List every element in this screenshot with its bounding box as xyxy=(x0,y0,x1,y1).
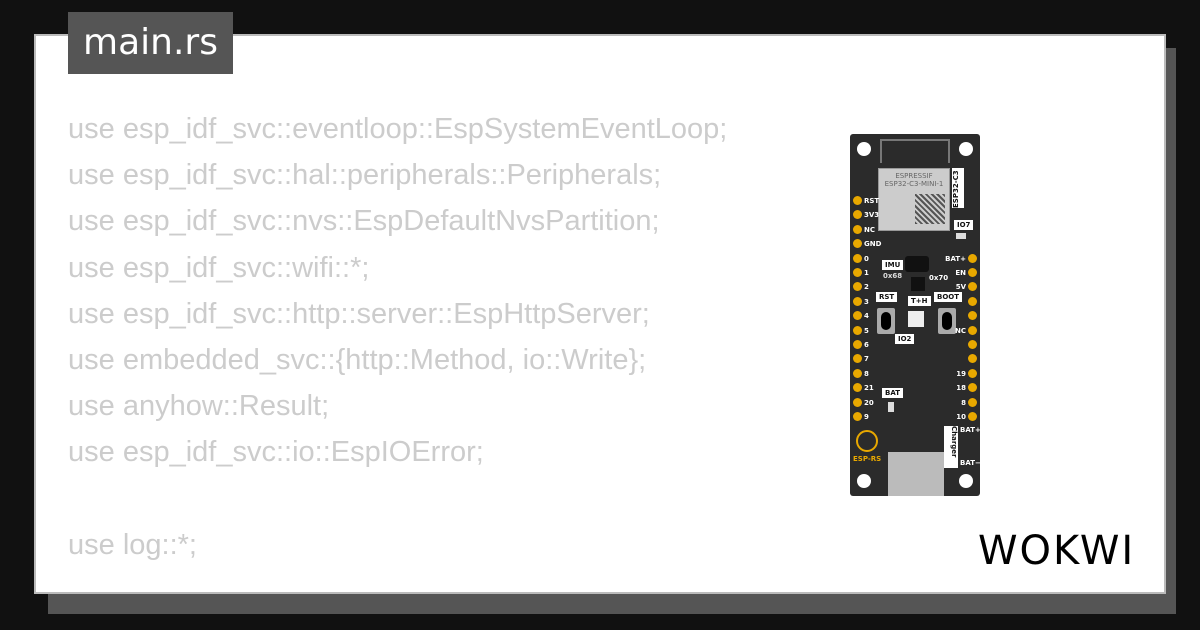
pin-label: EN xyxy=(955,269,966,277)
pin-label: 18 xyxy=(956,384,966,393)
pin[interactable] xyxy=(853,311,862,321)
pin-label: 8 xyxy=(864,369,869,378)
pin-label: 20 xyxy=(864,398,874,407)
wokwi-logo: WOKWI xyxy=(978,528,1136,574)
pin-label: 6 xyxy=(864,341,869,349)
pin-label: 3V3 xyxy=(864,211,880,220)
code-line: use esp_idf_svc::io::EspIOError; xyxy=(68,436,484,469)
pin-label: RST xyxy=(864,197,880,205)
th-sensor xyxy=(911,277,925,291)
pin[interactable] xyxy=(853,239,862,249)
pin[interactable] xyxy=(968,383,977,393)
bat-led xyxy=(888,402,894,412)
pin[interactable] xyxy=(968,253,977,263)
code-line: use esp_idf_svc::wifi::*; xyxy=(68,251,370,284)
pin[interactable] xyxy=(968,354,977,364)
charger-tag: Charger xyxy=(944,426,958,468)
module-name: ESP32-C3-MINI-1 xyxy=(884,180,944,188)
esp-rs-logo-icon xyxy=(856,430,878,452)
pin[interactable] xyxy=(968,325,977,335)
rst-tag: RST xyxy=(876,292,898,302)
code-line: use esp_idf_svc::http::server::EspHttpSe… xyxy=(68,297,650,330)
pin[interactable] xyxy=(853,340,862,349)
pin[interactable] xyxy=(853,383,862,393)
pin[interactable] xyxy=(853,196,862,205)
pin-label: 10 xyxy=(956,413,966,421)
code-line: use esp_idf_svc::eventloop::EspSystemEve… xyxy=(68,113,728,145)
io2-tag: IO2 xyxy=(895,334,915,344)
pin[interactable] xyxy=(853,253,862,263)
pin[interactable] xyxy=(853,412,862,421)
bat-minus-label: BAT− xyxy=(960,459,981,467)
imu-address: 0x68 xyxy=(883,272,903,280)
code-line: use esp_idf_svc::nvs::EspDefaultNvsParti… xyxy=(68,205,660,238)
pin[interactable] xyxy=(968,368,977,378)
pin-label: 21 xyxy=(864,384,874,393)
pin-label: 0 xyxy=(864,254,869,263)
code-line: use log::*; xyxy=(68,528,197,561)
qr-code xyxy=(915,194,945,224)
rgb-led xyxy=(908,311,924,327)
pin-label: 5 xyxy=(864,326,869,335)
pin-label: 3 xyxy=(864,297,869,306)
boot-tag: BOOT xyxy=(934,292,963,302)
th-address: 0x70 xyxy=(929,274,949,282)
bat-tag: BAT xyxy=(882,388,903,398)
mount-hole xyxy=(857,474,871,488)
pin-label: GND xyxy=(864,240,882,249)
pin[interactable] xyxy=(968,340,977,349)
pin[interactable] xyxy=(853,210,862,220)
code-line xyxy=(68,476,727,522)
boot-button[interactable] xyxy=(938,308,956,334)
pin[interactable] xyxy=(968,268,977,277)
mount-hole xyxy=(959,142,973,156)
pin[interactable] xyxy=(853,325,862,335)
code-line: use embedded_svc::{http::Method, io::Wri… xyxy=(68,343,647,376)
pin[interactable] xyxy=(968,412,977,421)
code-line: use anyhow::Result; xyxy=(68,390,330,423)
imu-chip xyxy=(905,256,929,272)
chip-label: ESP32-C3 xyxy=(952,168,964,208)
pin[interactable] xyxy=(968,311,977,321)
imu-tag: IMU xyxy=(882,260,904,270)
pin-label: 8 xyxy=(961,398,966,407)
pin-label: 2 xyxy=(864,283,869,292)
pin[interactable] xyxy=(853,282,862,292)
file-tab: main.rs xyxy=(68,12,233,74)
io7-tag: IO7 xyxy=(954,220,974,230)
code-preview: use esp_idf_svc::eventloop::EspSystemEve… xyxy=(68,106,727,568)
pin[interactable] xyxy=(853,296,862,306)
pin[interactable] xyxy=(968,282,977,292)
pin[interactable] xyxy=(853,397,862,407)
pin-label: 4 xyxy=(864,312,869,321)
pin-label: 7 xyxy=(864,355,869,364)
th-tag: T+H xyxy=(908,296,931,306)
pin-label: 19 xyxy=(956,369,966,378)
pin[interactable] xyxy=(853,224,862,234)
pin-label: BAT+ xyxy=(945,254,966,263)
mount-hole xyxy=(857,142,871,156)
esp32-c3-board: ESPRESSIF ESP32-C3-MINI-1 ESP32-C3 IO7 I… xyxy=(850,134,981,496)
esp-rs-label: ESP-RS xyxy=(853,455,882,463)
pin[interactable] xyxy=(853,368,862,378)
pin-label: NC xyxy=(955,326,966,335)
pin[interactable] xyxy=(853,268,862,277)
mount-hole xyxy=(959,474,973,488)
bat-plus-label: BAT+ xyxy=(960,426,981,434)
usb-c-port xyxy=(888,452,944,496)
code-line: use esp_idf_svc::hal::peripherals::Perip… xyxy=(68,159,662,192)
pin[interactable] xyxy=(968,397,977,407)
reset-button[interactable] xyxy=(877,308,895,334)
pin-label: NC xyxy=(864,225,875,234)
pin-label: 1 xyxy=(864,269,869,277)
pin-label: 5V xyxy=(955,283,966,292)
module-brand: ESPRESSIF xyxy=(895,172,933,180)
antenna xyxy=(880,139,950,163)
pin[interactable] xyxy=(853,354,862,364)
io7-led xyxy=(956,233,966,239)
pin[interactable] xyxy=(968,296,977,306)
esp32-module: ESPRESSIF ESP32-C3-MINI-1 xyxy=(878,168,950,231)
pin-label: 9 xyxy=(864,413,869,421)
